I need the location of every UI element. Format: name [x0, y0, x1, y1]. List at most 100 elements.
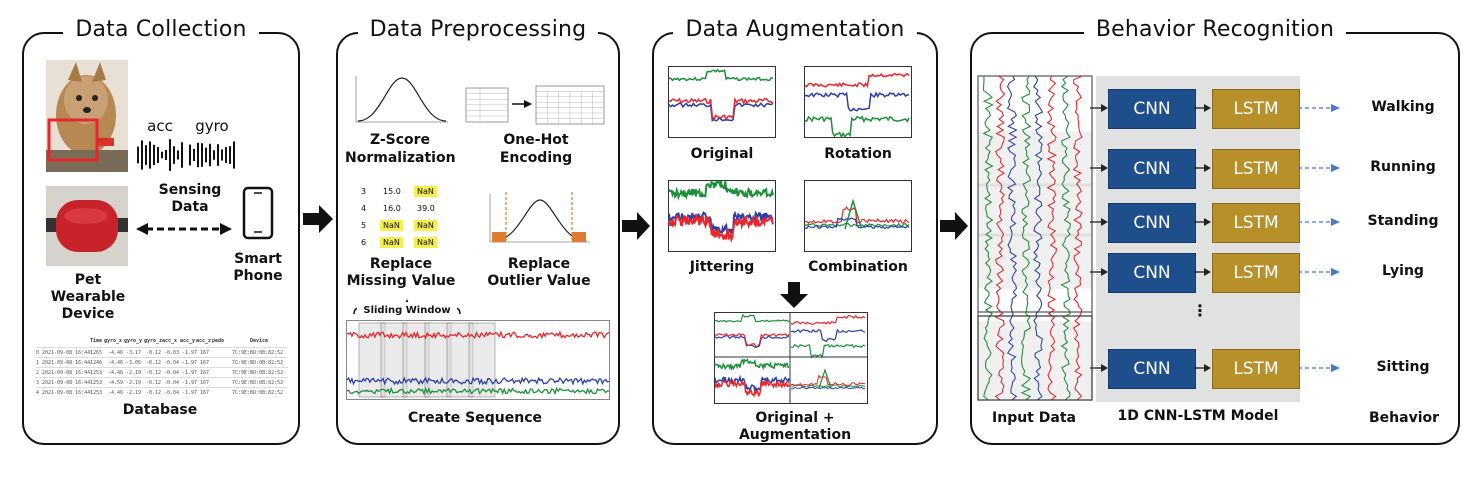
missing-cell: NaN	[380, 237, 403, 248]
db-cell: 7C:9E:BD:0B:82:52	[232, 370, 284, 376]
db-cell: 7C:9E:BD:0B:82:52	[232, 350, 284, 356]
panel-title-recognition: Behavior Recognition	[1083, 17, 1347, 42]
db-cell: -4.46	[108, 360, 124, 366]
db-cell: 7C:9E:BD:0B:82:52	[232, 390, 284, 396]
outlier-label-2: Outlier Value	[487, 273, 591, 289]
db-cell: 167	[200, 380, 210, 386]
rotation-signal-chart	[804, 72, 910, 139]
combination-label: Combination	[808, 259, 908, 275]
jittering-signal-chart	[668, 179, 774, 243]
cnn-block: CNN	[1108, 203, 1196, 243]
missing-cell: 15.0	[383, 187, 401, 196]
combination-signal-chart	[804, 198, 910, 230]
pet-label-2: Wearable Device	[50, 289, 126, 322]
input-data-label: Input Data	[992, 410, 1076, 426]
onehot-table-icon	[465, 85, 605, 125]
db-cell: 167	[200, 390, 210, 396]
rotation-signal-plot	[804, 66, 912, 138]
db-cell: -4.46	[108, 390, 124, 396]
create-sequence-label: Create Sequence	[407, 410, 542, 426]
model-label: 1D CNN-LSTM Model	[1117, 408, 1279, 424]
zscore-label-2: Normalization	[345, 150, 456, 166]
panel-title-augmentation: Data Augmentation	[673, 17, 917, 42]
lstm-block: LSTM	[1212, 349, 1300, 389]
zscore-bell-curve-icon	[355, 76, 448, 123]
db-cell: -1.97	[182, 380, 198, 386]
original-signal-chart	[668, 68, 774, 122]
db-cell: -0.04	[164, 380, 180, 386]
panel-title-collection: Data Collection	[63, 17, 259, 42]
flow-arrow-icon	[622, 212, 650, 240]
rotation-label: Rotation	[824, 146, 892, 162]
onehot-label-2: Encoding	[499, 150, 573, 166]
db-cell: 1	[36, 360, 40, 366]
behavior-walking: Walking	[1371, 99, 1435, 115]
missing-label-1: Replace	[369, 256, 433, 272]
missing-cell: 39.0	[417, 204, 435, 213]
gyro-label: gyro	[195, 117, 229, 135]
db-cell: 2021-09-08 16:44:2	[42, 390, 97, 396]
db-cell: -0.12	[146, 360, 162, 366]
db-cell: 167	[200, 360, 210, 366]
smartphone-icon	[242, 186, 274, 240]
behavior-running: Running	[1370, 159, 1436, 175]
lstm-block: LSTM	[1212, 203, 1300, 243]
db-cell: -3.05	[126, 360, 142, 366]
combined-grid	[714, 312, 868, 404]
db-header-cell: acc_y	[180, 338, 196, 344]
original-label: Original	[690, 146, 754, 162]
flow-arrow-icon	[940, 212, 968, 240]
db-cell: -1.97	[182, 350, 198, 356]
dog-photo	[46, 60, 128, 172]
db-header-cell: acc_z	[196, 338, 212, 344]
db-cell: 4	[36, 390, 40, 396]
db-cell: 1.53	[90, 390, 103, 396]
zscore-label-1: Z-Score	[369, 132, 431, 148]
db-header-cell: gyro_z	[144, 338, 163, 344]
acc-waveform-icon	[137, 139, 183, 171]
db-cell: -1.97	[182, 370, 198, 376]
bidirectional-dashed-arrow-icon	[136, 223, 232, 235]
behavior-sitting: Sitting	[1376, 359, 1430, 375]
missing-cell: NaN	[414, 186, 437, 197]
sensing-label-1: Sensing	[158, 182, 222, 198]
missing-cell: 16.0	[383, 204, 401, 213]
sensing-label-2: Data	[171, 199, 209, 215]
missing-label-2: Missing Value	[346, 273, 456, 289]
db-cell: 2021-09-08 16:44:2	[42, 380, 97, 386]
db-cell: 7C:9E:BD:0B:82:52	[232, 380, 284, 386]
missing-cell: 5	[361, 221, 367, 230]
db-cell: -2.19	[126, 370, 142, 376]
db-cell: -1.97	[182, 390, 198, 396]
db-header-cell: gyro_y	[124, 338, 143, 344]
db-cell: -0.12	[146, 350, 162, 356]
row-connector-arrows	[1090, 218, 1340, 226]
row-connector-arrows	[1090, 104, 1340, 112]
missing-cell: 6	[361, 238, 367, 247]
missing-cell: 4	[361, 204, 367, 213]
jittering-label: Jittering	[689, 259, 755, 275]
db-cell: -2.19	[126, 380, 142, 386]
db-cell: -0.04	[164, 370, 180, 376]
cnn-block: CNN	[1108, 253, 1196, 293]
acc-label: acc	[147, 117, 173, 135]
gyro-waveform-icon	[189, 141, 235, 169]
db-cell: -0.12	[146, 390, 162, 396]
db-cell: 0	[36, 350, 40, 356]
combination-signal-plot	[804, 180, 912, 252]
pet-label-1: Pet	[74, 272, 102, 288]
db-cell: -4.46	[108, 350, 124, 356]
db-cell: 3	[36, 380, 40, 386]
database-label: Database	[122, 402, 198, 418]
cnn-block: CNN	[1108, 89, 1196, 129]
missing-cell: NaN	[380, 220, 403, 231]
db-cell: 1.53	[90, 370, 103, 376]
db-cell: -4.46	[108, 370, 124, 376]
lstm-block: LSTM	[1212, 89, 1300, 129]
db-header-cell: acc_x	[162, 338, 178, 344]
onehot-label-1: One-Hot	[503, 132, 569, 148]
behavior-label: Behavior	[1368, 410, 1440, 426]
row-connector-arrows	[1090, 164, 1340, 172]
